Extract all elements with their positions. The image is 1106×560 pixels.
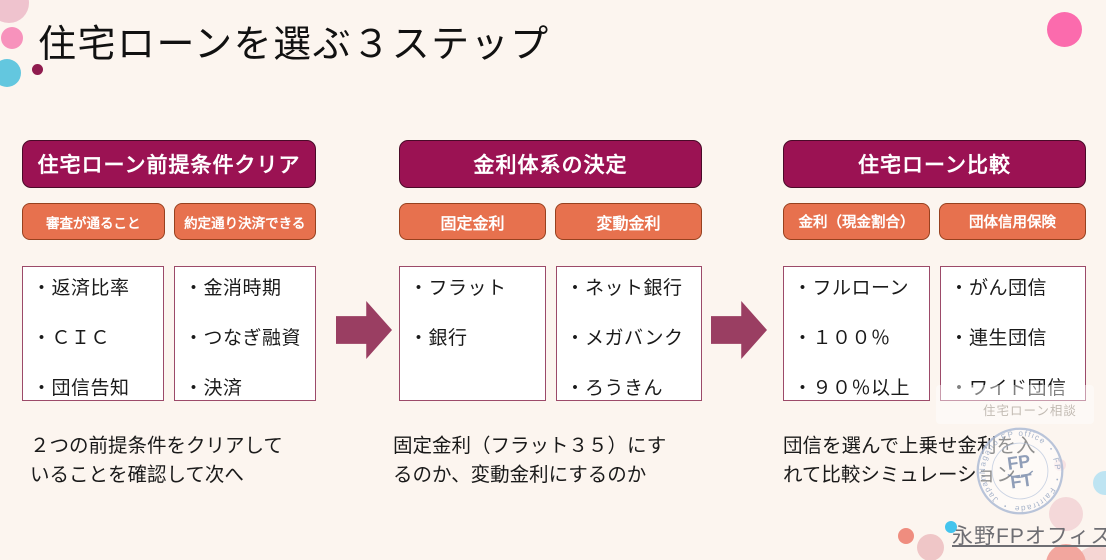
step-3-header: 住宅ローン比較 <box>783 140 1086 188</box>
note-line: るのか、変動金利にするのか <box>393 464 647 486</box>
list-item: ・フルローン <box>793 278 910 299</box>
note-line: ２つの前提条件をクリアして <box>30 435 283 457</box>
list-item: ・ネット銀行 <box>565 278 683 299</box>
tag-rate-cash-ratio: 金利（現金割合） <box>783 203 930 240</box>
watermark-text: 住宅ローン相談 <box>983 404 1077 418</box>
tag-group-credit-insurance: 団体信用保険 <box>939 203 1086 240</box>
step-2-header: 金利体系の決定 <box>399 140 702 188</box>
list-item: ・ワイド団信 <box>949 377 1067 399</box>
step-1-header: 住宅ローン前提条件クリア <box>22 140 316 188</box>
list-item: ・銀行 <box>409 327 468 349</box>
list-item: ・１００％ <box>793 327 891 349</box>
step-3-boxes: ・フルローン ・１００％ ・９０％以上 ・がん団信 ・連生団信 ・ワイド団信 <box>783 266 1086 401</box>
note-line: 団信を選んで上乗せ金利を入 <box>783 435 1036 457</box>
list-item: ・がん団信 <box>949 278 1048 299</box>
step-2-rate-system: 金利体系の決定 固定金利 変動金利 ・フラット ・銀行 ・ネット銀行 ・メガバン… <box>393 140 702 486</box>
page-title: 住宅ローンを選ぶ３ステップ <box>38 24 550 66</box>
tag-variable-rate: 変動金利 <box>555 203 702 240</box>
decorative-dot <box>1 27 23 49</box>
list-item: ・ＣＩＣ <box>32 327 111 349</box>
tag-settle-on-time: 約定通り決済できる <box>173 203 316 240</box>
decorative-dot <box>898 528 914 544</box>
step-3-note: 団信を選んで上乗せ金利を入 れて比較シミュレーション <box>783 432 1036 490</box>
step-1-box-2: ・金消時期 ・つなぎ融資 ・決済 <box>174 266 316 401</box>
fp-office-link[interactable]: 永野FPオフィス <box>952 525 1106 548</box>
step-1-preconditions: 住宅ローン前提条件クリア 審査が通ること 約定通り決済できる ・返済比率 ・ＣＩ… <box>22 140 316 486</box>
svg-text:FP: FP <box>1006 451 1032 474</box>
note-line: いることを確認して次へ <box>30 464 244 486</box>
list-item: ・連生団信 <box>949 327 1048 349</box>
list-item: ・メガバンク <box>565 327 684 349</box>
step-3-tags: 金利（現金割合） 団体信用保険 <box>783 203 1086 240</box>
step-1-box-1: ・返済比率 ・ＣＩＣ ・団信告知 <box>22 266 164 401</box>
step-3-loan-comparison: 住宅ローン比較 金利（現金割合） 団体信用保険 ・フルローン ・１００％ ・９０… <box>783 140 1086 486</box>
list-item: ・決済 <box>184 377 243 399</box>
list-item: ・フラット <box>409 278 507 299</box>
tag-pass-screening: 審査が通ること <box>22 203 165 240</box>
decorative-dot <box>32 64 43 75</box>
step-1-note: ２つの前提条件をクリアして いることを確認して次へ <box>30 432 283 490</box>
decorative-dot <box>0 0 29 23</box>
step-2-box-2: ・ネット銀行 ・メガバンク ・ろうきん <box>555 266 702 401</box>
list-item: ・ろうきん <box>565 377 664 399</box>
step-2-boxes: ・フラット ・銀行 ・ネット銀行 ・メガバンク ・ろうきん <box>399 266 702 401</box>
step-2-tags: 固定金利 変動金利 <box>399 203 702 240</box>
tag-fixed-rate: 固定金利 <box>399 203 546 240</box>
arrow-right-icon <box>711 301 767 359</box>
decorative-dot <box>1046 544 1086 560</box>
step-1-tags: 審査が通ること 約定通り決済できる <box>22 203 316 240</box>
list-item: ・返済比率 <box>32 278 130 299</box>
watermark-band <box>936 385 1094 424</box>
step-2-box-1: ・フラット ・銀行 <box>399 266 546 401</box>
decorative-dot <box>1047 12 1082 47</box>
decorative-dot <box>945 521 957 533</box>
note-line: れて比較シミュレーション <box>783 464 1016 486</box>
decorative-dot <box>917 534 944 560</box>
list-item: ・つなぎ融資 <box>184 327 302 349</box>
fp-office-stamp-icon: Nagano FP office ・ FP ・ Fairtrade ・ Japa… <box>969 420 1067 520</box>
note-line: 固定金利（フラット３５）にす <box>393 435 667 457</box>
list-item: ・９０％以上 <box>793 377 911 399</box>
step-2-note: 固定金利（フラット３５）にす るのか、変動金利にするのか <box>393 432 666 490</box>
list-item: ・金消時期 <box>184 278 282 299</box>
list-item: ・団信告知 <box>32 377 130 399</box>
step-3-box-1: ・フルローン ・１００％ ・９０％以上 <box>783 266 930 401</box>
step-1-boxes: ・返済比率 ・ＣＩＣ ・団信告知 ・金消時期 ・つなぎ融資 ・決済 <box>22 266 316 401</box>
step-3-box-2: ・がん団信 ・連生団信 ・ワイド団信 <box>939 266 1086 401</box>
decorative-dot <box>1093 471 1106 495</box>
arrow-right-icon <box>336 301 392 359</box>
decorative-dot <box>1049 497 1083 531</box>
decorative-dot <box>0 59 21 87</box>
